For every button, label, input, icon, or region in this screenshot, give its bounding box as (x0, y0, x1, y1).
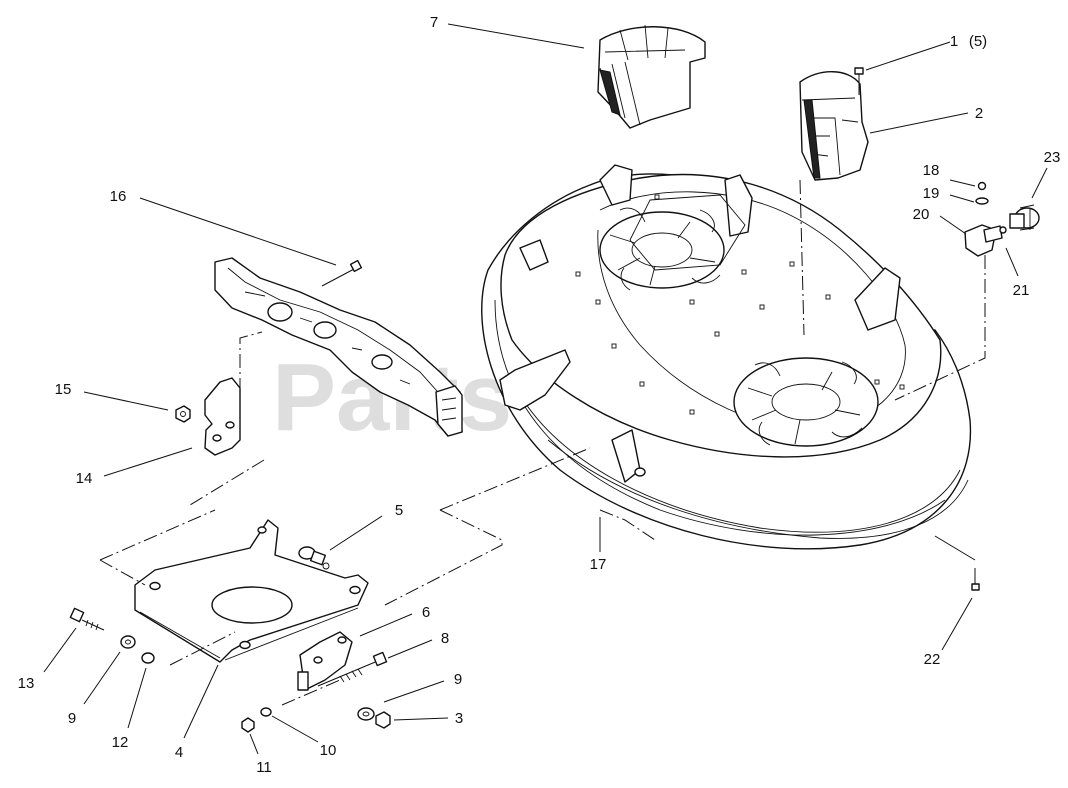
washer-10 (260, 707, 272, 717)
discharge-chute-7 (597, 24, 706, 129)
nut-3 (375, 711, 391, 729)
callout-c5: 5 (395, 502, 403, 519)
assembly-lines (99, 179, 986, 706)
callout-c19: 19 (923, 185, 940, 202)
bracket-14 (204, 377, 241, 456)
leader-lines (43, 23, 1048, 755)
lift-arm-16 (214, 257, 463, 437)
screw-22 (971, 568, 980, 591)
callout-c12: 12 (112, 734, 129, 751)
callout-c13: 13 (18, 675, 35, 692)
hitch-plate-4 (134, 519, 369, 663)
callout-c3: 3 (455, 710, 463, 727)
callout-c11: 11 (256, 759, 272, 776)
right-spindle-plate (733, 357, 879, 447)
bolt-13 (69, 607, 105, 631)
callout-c15: 15 (55, 381, 72, 398)
spacer-12 (141, 652, 155, 664)
grease-fitting-assembly (964, 181, 1040, 257)
callout-c17: 17 (590, 556, 607, 573)
callout-c22: 22 (924, 651, 941, 668)
callout-c18: 18 (923, 162, 940, 179)
callout-c6: 6 (422, 604, 430, 621)
callout-c8: 8 (441, 630, 449, 647)
callout-labels: 7 1 (5) 2 23 18 19 20 21 16 15 14 5 17 68 22 13 9 9 3 12 4 10 1… (18, 14, 1061, 776)
callout-c7: 7 (430, 14, 438, 31)
washer-9-right (357, 707, 375, 721)
nut-18 (977, 181, 987, 191)
washer-9-left (120, 635, 136, 649)
mower-deck (481, 164, 972, 550)
lever-bracket-6 (297, 631, 353, 691)
callout-c1: 1 (950, 33, 958, 50)
callout-c23: 23 (1044, 149, 1061, 166)
callout-c1q: (5) (969, 33, 987, 50)
nut-11 (241, 717, 255, 733)
shoulder-bolt-5 (298, 546, 330, 570)
callout-c16: 16 (110, 188, 127, 205)
callout-c9a: 9 (454, 671, 462, 688)
screw-1 (854, 67, 864, 95)
nut-15 (175, 405, 191, 423)
callout-c21: 21 (1013, 282, 1030, 299)
callout-c14: 14 (76, 470, 93, 487)
callout-c10: 10 (320, 742, 337, 759)
left-spindle-plate (599, 207, 725, 291)
callout-c2: 2 (975, 105, 983, 122)
washer-19 (975, 197, 989, 205)
deflector-2 (799, 71, 869, 181)
callout-c9b: 9 (68, 710, 76, 727)
callout-c20: 20 (913, 206, 930, 223)
knob-23 (1009, 204, 1040, 231)
callout-c4: 4 (175, 744, 183, 761)
bolt-16 (321, 259, 363, 287)
pin-17 (634, 467, 646, 477)
threaded-rod-8 (317, 651, 388, 687)
